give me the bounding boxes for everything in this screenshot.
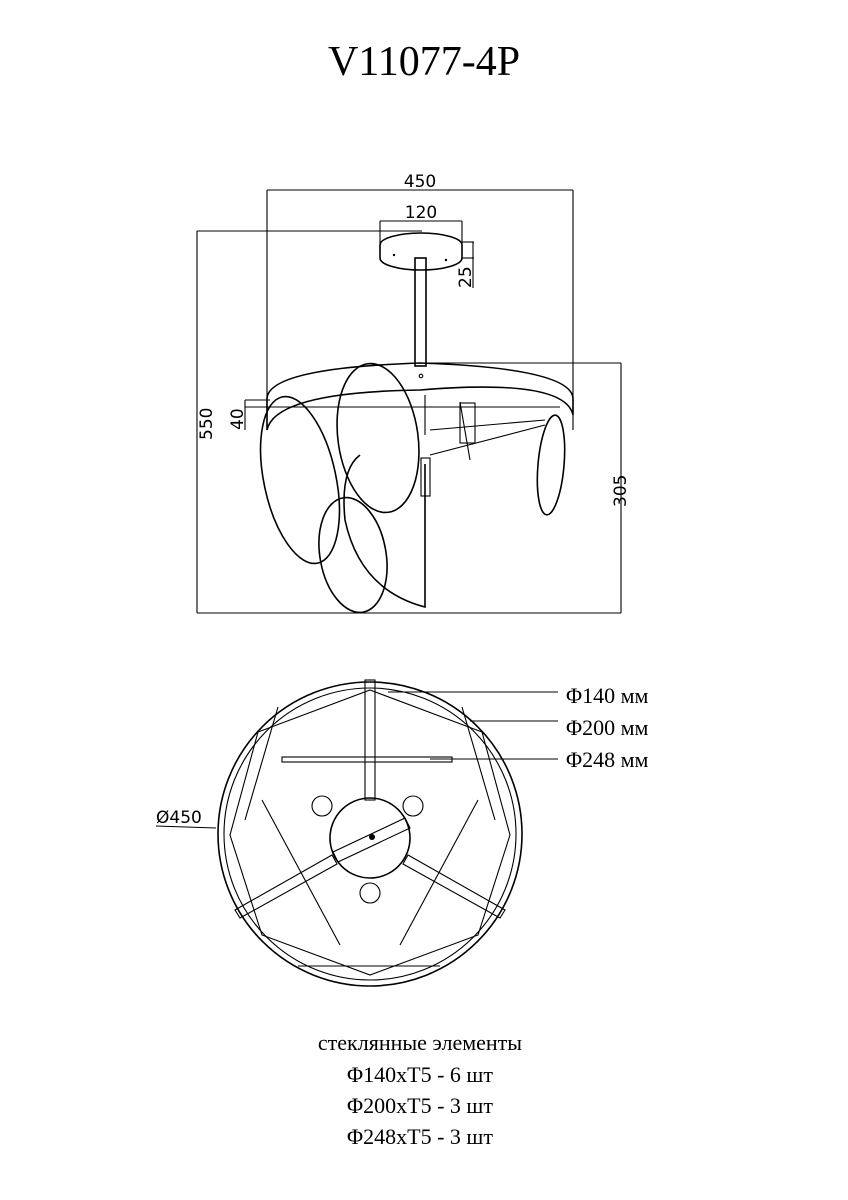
dimension-canopy-height: 25: [456, 241, 476, 288]
dimension-canopy-width: 120: [379, 203, 463, 250]
notes-line: Φ248хТ5 - 3 шт: [347, 1124, 493, 1149]
callout-phi248: Φ248 мм: [566, 747, 649, 772]
model-title: V11077-4P: [328, 39, 520, 85]
notes-line: Φ140хТ5 - 6 шт: [347, 1062, 493, 1087]
stem: [414, 257, 427, 367]
dimension-total-height: 550: [196, 230, 621, 614]
notes-heading: стеклянные элементы: [318, 1030, 522, 1055]
svg-text:40: 40: [228, 408, 248, 430]
dimension-body-height: 305: [425, 362, 631, 613]
dimension-ring-height: 40: [228, 399, 560, 430]
dimension-width: 450: [266, 172, 574, 430]
glass-polygon: [229, 689, 511, 976]
hub: [311, 795, 424, 904]
bottom-view: Φ140 мм Φ200 мм Φ248 мм Ø450: [155, 679, 649, 987]
callout-phi200: Φ200 мм: [566, 715, 649, 740]
side-view: 450 120 25 550 305: [196, 172, 631, 614]
callout-phi140: Φ140 мм: [566, 683, 649, 708]
diameter-label: Ø450: [156, 808, 202, 828]
canopy: [379, 232, 463, 271]
svg-text:305: 305: [611, 475, 631, 507]
svg-text:25: 25: [456, 266, 476, 288]
svg-text:450: 450: [404, 172, 436, 192]
callouts: Φ140 мм Φ200 мм Φ248 мм Ø450: [155, 683, 649, 829]
glass-elements-notes: стеклянные элементы Φ140хТ5 - 6 шт Φ200х…: [318, 1030, 522, 1149]
glass-discs: [259, 362, 566, 614]
ring: [266, 362, 574, 461]
outer-ring: [217, 681, 523, 987]
notes-line: Φ200хТ5 - 3 шт: [347, 1093, 493, 1118]
svg-text:550: 550: [197, 408, 217, 440]
svg-text:120: 120: [405, 203, 437, 223]
